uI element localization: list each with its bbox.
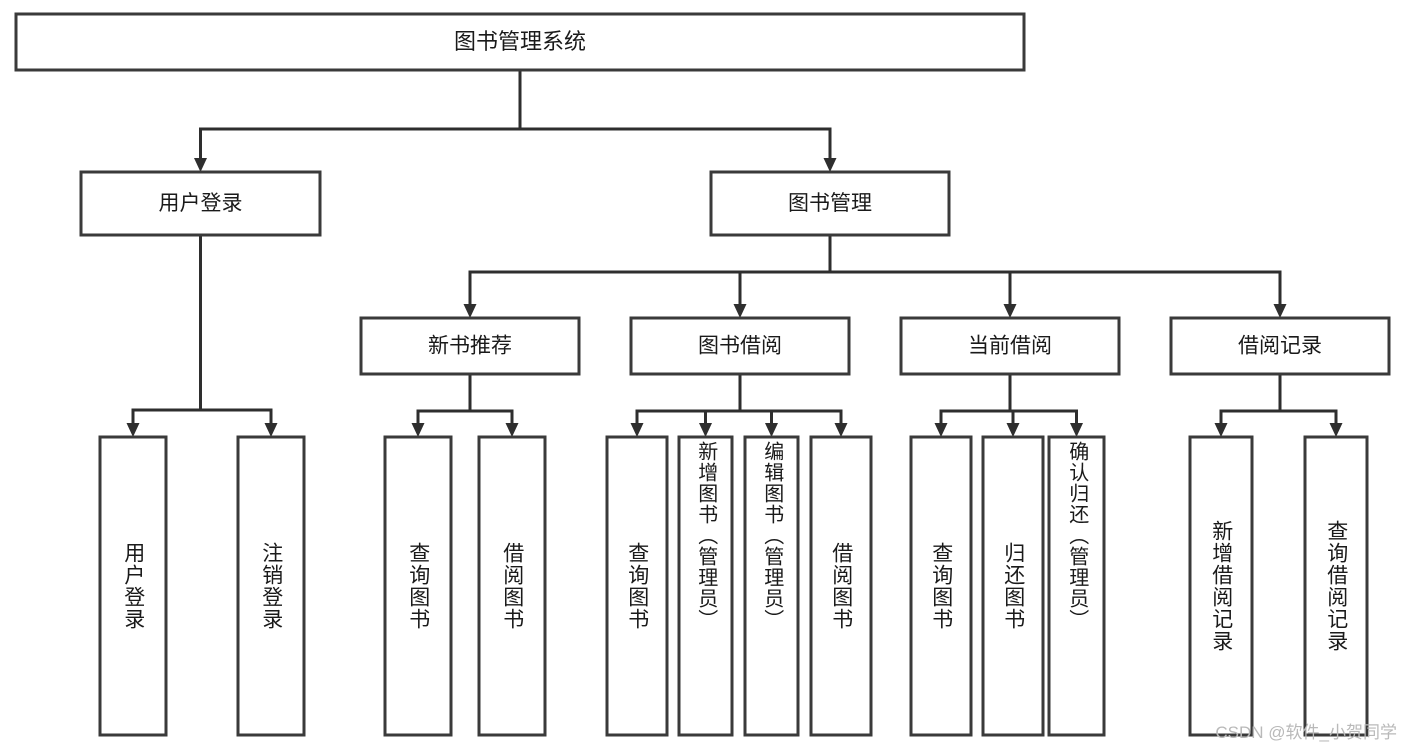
node-label: 新书推荐 bbox=[428, 335, 512, 358]
node-label: 当前借阅 bbox=[968, 335, 1052, 358]
arrow-head-l3-3-0 bbox=[1214, 423, 1228, 437]
node-label: 图书借阅 bbox=[698, 335, 782, 358]
node-box-图书借阅[interactable] bbox=[629, 316, 851, 376]
arrow-head-l3-0-1 bbox=[505, 423, 519, 437]
leaf-box-1-注销登录[interactable] bbox=[236, 435, 306, 737]
leaf-box-5-新增图书管理员[interactable] bbox=[677, 435, 734, 737]
arrow-head-root-1 bbox=[823, 158, 837, 172]
watermark-text: CSDN @软件_小贺同学 bbox=[1215, 723, 1397, 742]
arrow-head-user-login-0 bbox=[126, 423, 140, 437]
arrow-head-user-login-1 bbox=[264, 423, 278, 437]
arrow-head-root-0 bbox=[194, 158, 207, 172]
leaf-box-10-确认归还管理员[interactable] bbox=[1047, 435, 1106, 737]
node-label: 用户登录 bbox=[159, 192, 243, 215]
arrow-head-book-mgmt-1 bbox=[733, 304, 747, 318]
leaf-box-3-借阅图书[interactable] bbox=[477, 435, 547, 737]
leaf-box-2-查询图书[interactable] bbox=[383, 435, 453, 737]
arrow-head-l3-2-2 bbox=[1070, 423, 1083, 437]
leaf-box-7-借阅图书[interactable] bbox=[809, 435, 873, 737]
node-box-当前借阅[interactable] bbox=[899, 316, 1121, 376]
leaf-box-9-归还图书[interactable] bbox=[981, 435, 1045, 737]
arrow-head-l3-2-1 bbox=[1006, 423, 1020, 437]
node-box-新书推荐[interactable] bbox=[359, 316, 581, 376]
arrow-head-l3-1-3 bbox=[834, 423, 848, 437]
node-box-用户登录[interactable] bbox=[79, 170, 322, 237]
leaf-box-4-查询图书[interactable] bbox=[605, 435, 669, 737]
arrow-head-l3-1-0 bbox=[630, 423, 644, 437]
arrow-head-l3-1-1 bbox=[699, 423, 712, 437]
node-label: 借阅记录 bbox=[1238, 335, 1322, 358]
leaf-box-11-新增借阅记录[interactable] bbox=[1188, 435, 1254, 737]
arrow-head-l3-3-1 bbox=[1329, 423, 1343, 437]
arrow-head-book-mgmt-0 bbox=[463, 304, 477, 318]
node-box-借阅记录[interactable] bbox=[1169, 316, 1391, 376]
boxes-layer bbox=[14, 12, 1391, 737]
node-box-图书管理系统-root[interactable] bbox=[14, 12, 1026, 72]
connectors-layer bbox=[126, 68, 1343, 437]
node-label: 图书管理系统 bbox=[454, 29, 586, 54]
leaf-box-6-编辑图书管理员[interactable] bbox=[743, 435, 800, 737]
arrow-head-l3-0-0 bbox=[411, 423, 425, 437]
leaf-box-0-用户登录[interactable] bbox=[98, 435, 168, 737]
node-box-图书管理[interactable] bbox=[709, 170, 951, 237]
arrow-head-book-mgmt-3 bbox=[1273, 304, 1287, 318]
arrow-head-l3-2-0 bbox=[934, 423, 948, 437]
arrow-head-book-mgmt-2 bbox=[1003, 304, 1017, 318]
leaf-box-12-查询借阅记录[interactable] bbox=[1303, 435, 1369, 737]
arrow-head-l3-1-2 bbox=[765, 423, 778, 437]
node-label: 图书管理 bbox=[788, 192, 872, 215]
leaf-box-8-查询图书[interactable] bbox=[909, 435, 973, 737]
